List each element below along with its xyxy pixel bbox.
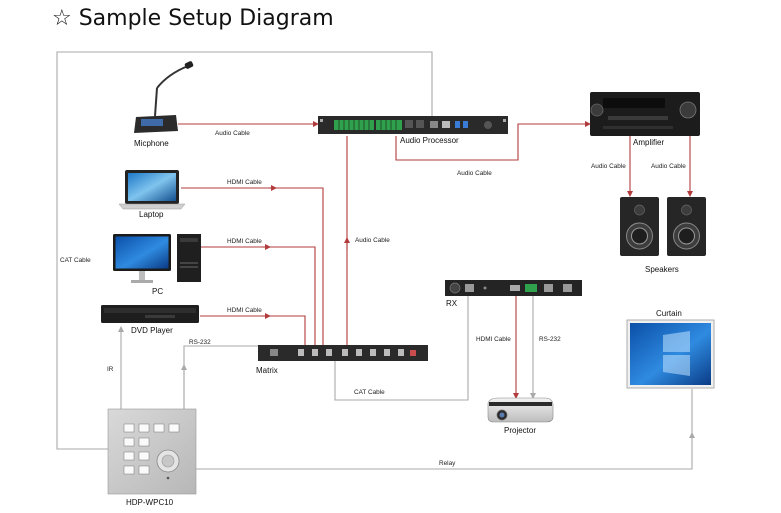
label-amp-spk-left: Audio Cable xyxy=(591,163,626,170)
cable-cat-wallpanel-loop xyxy=(56,51,433,450)
red-cables xyxy=(178,121,693,399)
cable-relay xyxy=(196,432,695,470)
pc-label: PC xyxy=(152,287,163,296)
label-relay: Relay xyxy=(439,460,456,467)
label-mic-audio: Audio Cable xyxy=(215,130,250,137)
microphone-device: Micphone xyxy=(134,61,194,148)
pc-device: PC xyxy=(113,234,201,296)
cable-pc-hdmi xyxy=(201,246,316,345)
dvd-player-device: DVD Player xyxy=(101,305,199,335)
label-cat-rx: CAT Cable xyxy=(354,389,385,396)
label-rs232-matrix: RS-232 xyxy=(189,339,211,346)
label-dvd-hdmi: HDMI Cable xyxy=(227,307,262,314)
matrix-device: Matrix xyxy=(256,345,428,375)
microphone-label: Micphone xyxy=(134,139,169,148)
audio-processor-label: Audio Processor xyxy=(400,136,459,145)
gray-cables xyxy=(56,51,695,470)
wall-panel-device: HDP-WPC10 xyxy=(107,408,197,507)
label-cat-left: CAT Cable xyxy=(60,257,91,264)
label-amp-spk-right: Audio Cable xyxy=(651,163,686,170)
label-rx-rs232: RS-232 xyxy=(539,336,561,343)
cable-cat-rx xyxy=(334,296,469,401)
speaker-left-device xyxy=(620,197,659,256)
audio-processor-device: Audio Processor xyxy=(318,116,508,145)
label-ir: IR xyxy=(107,366,114,373)
label-pc-hdmi: HDMI Cable xyxy=(227,238,262,245)
cable-labels: Audio Cable Audio Cable Audio Cable Audi… xyxy=(60,130,686,467)
label-proc-amp-audio: Audio Cable xyxy=(457,170,492,177)
laptop-device: Laptop xyxy=(118,170,186,219)
curtain-device: Curtain xyxy=(626,309,715,389)
speakers-label: Speakers xyxy=(645,265,679,274)
cable-dvd-hdmi xyxy=(200,315,306,345)
laptop-label: Laptop xyxy=(139,210,164,219)
page-title: ☆ Sample Setup Diagram xyxy=(52,6,334,31)
cable-laptop-hdmi xyxy=(181,187,324,345)
label-laptop-hdmi: HDMI Cable xyxy=(227,179,262,186)
rx-label: RX xyxy=(446,299,458,308)
speaker-right-device xyxy=(667,197,706,256)
projector-label: Projector xyxy=(504,426,536,435)
cable-proc-amp xyxy=(395,121,591,161)
cable-rs232-matrix xyxy=(183,345,258,409)
dvd-player-label: DVD Player xyxy=(131,326,173,335)
curtain-label: Curtain xyxy=(656,309,682,318)
projector-device: Projector xyxy=(487,397,554,435)
matrix-label: Matrix xyxy=(256,366,278,375)
amplifier-label: Amplifier xyxy=(633,138,664,147)
rx-device: RX xyxy=(445,280,582,308)
label-matrix-audio: Audio Cable xyxy=(355,237,390,244)
wall-panel-label: HDP-WPC10 xyxy=(126,498,174,507)
amplifier-device: Amplifier xyxy=(590,92,700,147)
label-rx-hdmi: HDMI Cable xyxy=(476,336,511,343)
